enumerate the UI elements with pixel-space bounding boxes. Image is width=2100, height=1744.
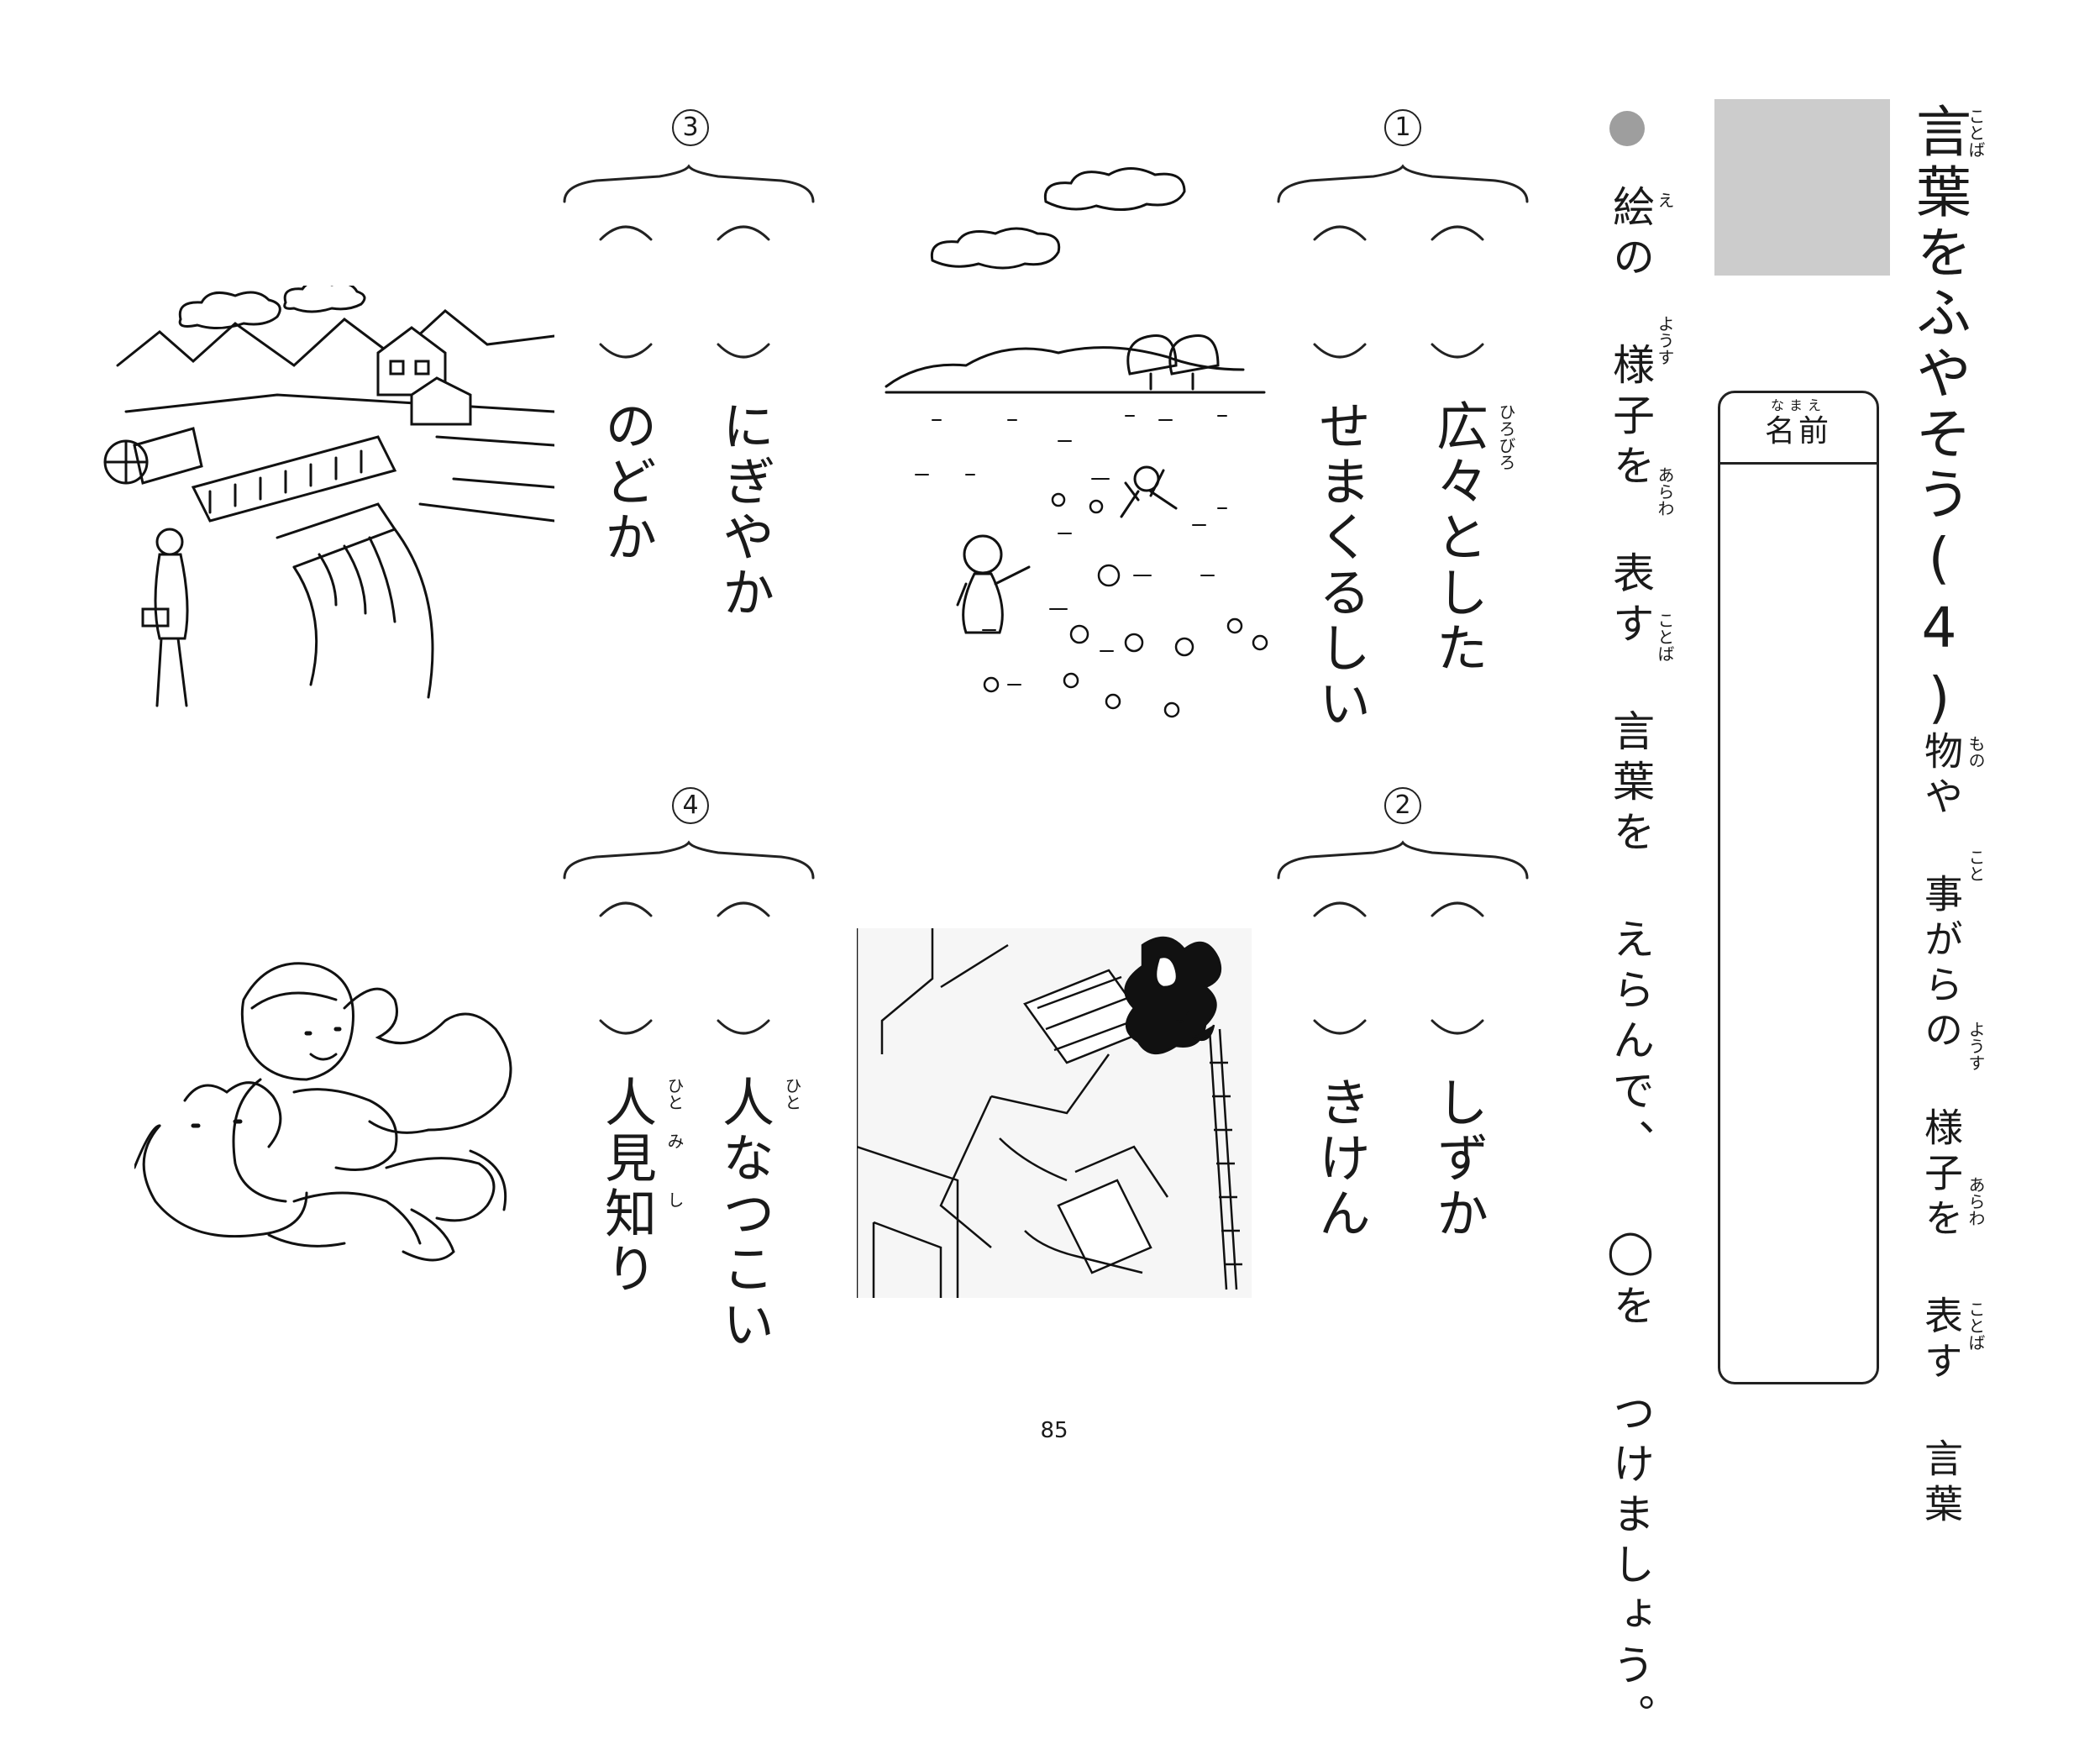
q4-ruby-hito1: ひと: [782, 1077, 802, 1111]
bracket-top: [1313, 225, 1367, 241]
name-label: 名前: [1764, 414, 1832, 449]
subtitle-ruby-koto: こと: [1966, 848, 1986, 882]
q4-ruby-hito2: ひと: [664, 1077, 685, 1111]
instruction-ruby-you: ようす: [1655, 315, 1675, 365]
instruction-ruby-e: え: [1655, 192, 1675, 208]
q3-choice-1[interactable]: にぎやか: [713, 399, 774, 621]
q4-choice-1[interactable]: 人なつこい: [713, 1075, 774, 1353]
q1-ruby: ひろびろ: [1496, 403, 1516, 470]
name-ruby: なまえ: [1770, 397, 1826, 413]
name-divider: [1720, 462, 1877, 465]
page-subtitle: 物や 事がらの 様子を 表す 言葉: [1919, 731, 1964, 1529]
question-number-4: 4: [672, 787, 709, 824]
fire-illustration: [857, 928, 1252, 1298]
instruction-text: 絵の 様子を 表す 言葉を えらんで、 ◯を つけましょう。: [1606, 185, 1655, 1744]
subtitle-ruby-arawa: あらわ: [1966, 1176, 1986, 1227]
question-number-2: 2: [1384, 787, 1421, 824]
score-box: [1714, 99, 1890, 276]
q4-ruby-mi: み: [664, 1132, 685, 1149]
question-number-3: 3: [672, 109, 709, 146]
q2-choice-2[interactable]: きけん: [1310, 1075, 1371, 1242]
page-title: 言葉をふやそう(4): [1907, 102, 1971, 735]
instruction-ruby-kotoba: ことば: [1655, 612, 1675, 662]
instruction-ruby-arawa: あらわ: [1655, 466, 1675, 517]
question-number-1: 1: [1384, 109, 1421, 146]
q3-choice-2[interactable]: のどか: [596, 399, 657, 565]
title-ruby: ことば: [1966, 108, 1986, 158]
name-field[interactable]: なまえ 名前: [1718, 391, 1879, 1384]
subtitle-ruby-you: ようす: [1966, 1021, 1986, 1071]
page-number: 85: [1040, 1418, 1068, 1443]
q4-ruby-shi: し: [664, 1191, 685, 1208]
subtitle-ruby-kotoba: ことば: [1966, 1300, 1986, 1351]
q4-choice-2[interactable]: 人見知り: [596, 1075, 657, 1297]
q1-choice-1[interactable]: 広々とした: [1427, 399, 1488, 676]
q2-choice-1[interactable]: しずか: [1427, 1075, 1488, 1242]
countryside-illustration: [103, 286, 554, 707]
field-illustration: [885, 167, 1268, 718]
dog-illustration: [134, 962, 512, 1262]
bullet-icon: [1609, 111, 1645, 146]
subtitle-ruby-mono: もの: [1966, 735, 1986, 769]
q1-choice-2[interactable]: せまくるしい: [1310, 399, 1371, 732]
